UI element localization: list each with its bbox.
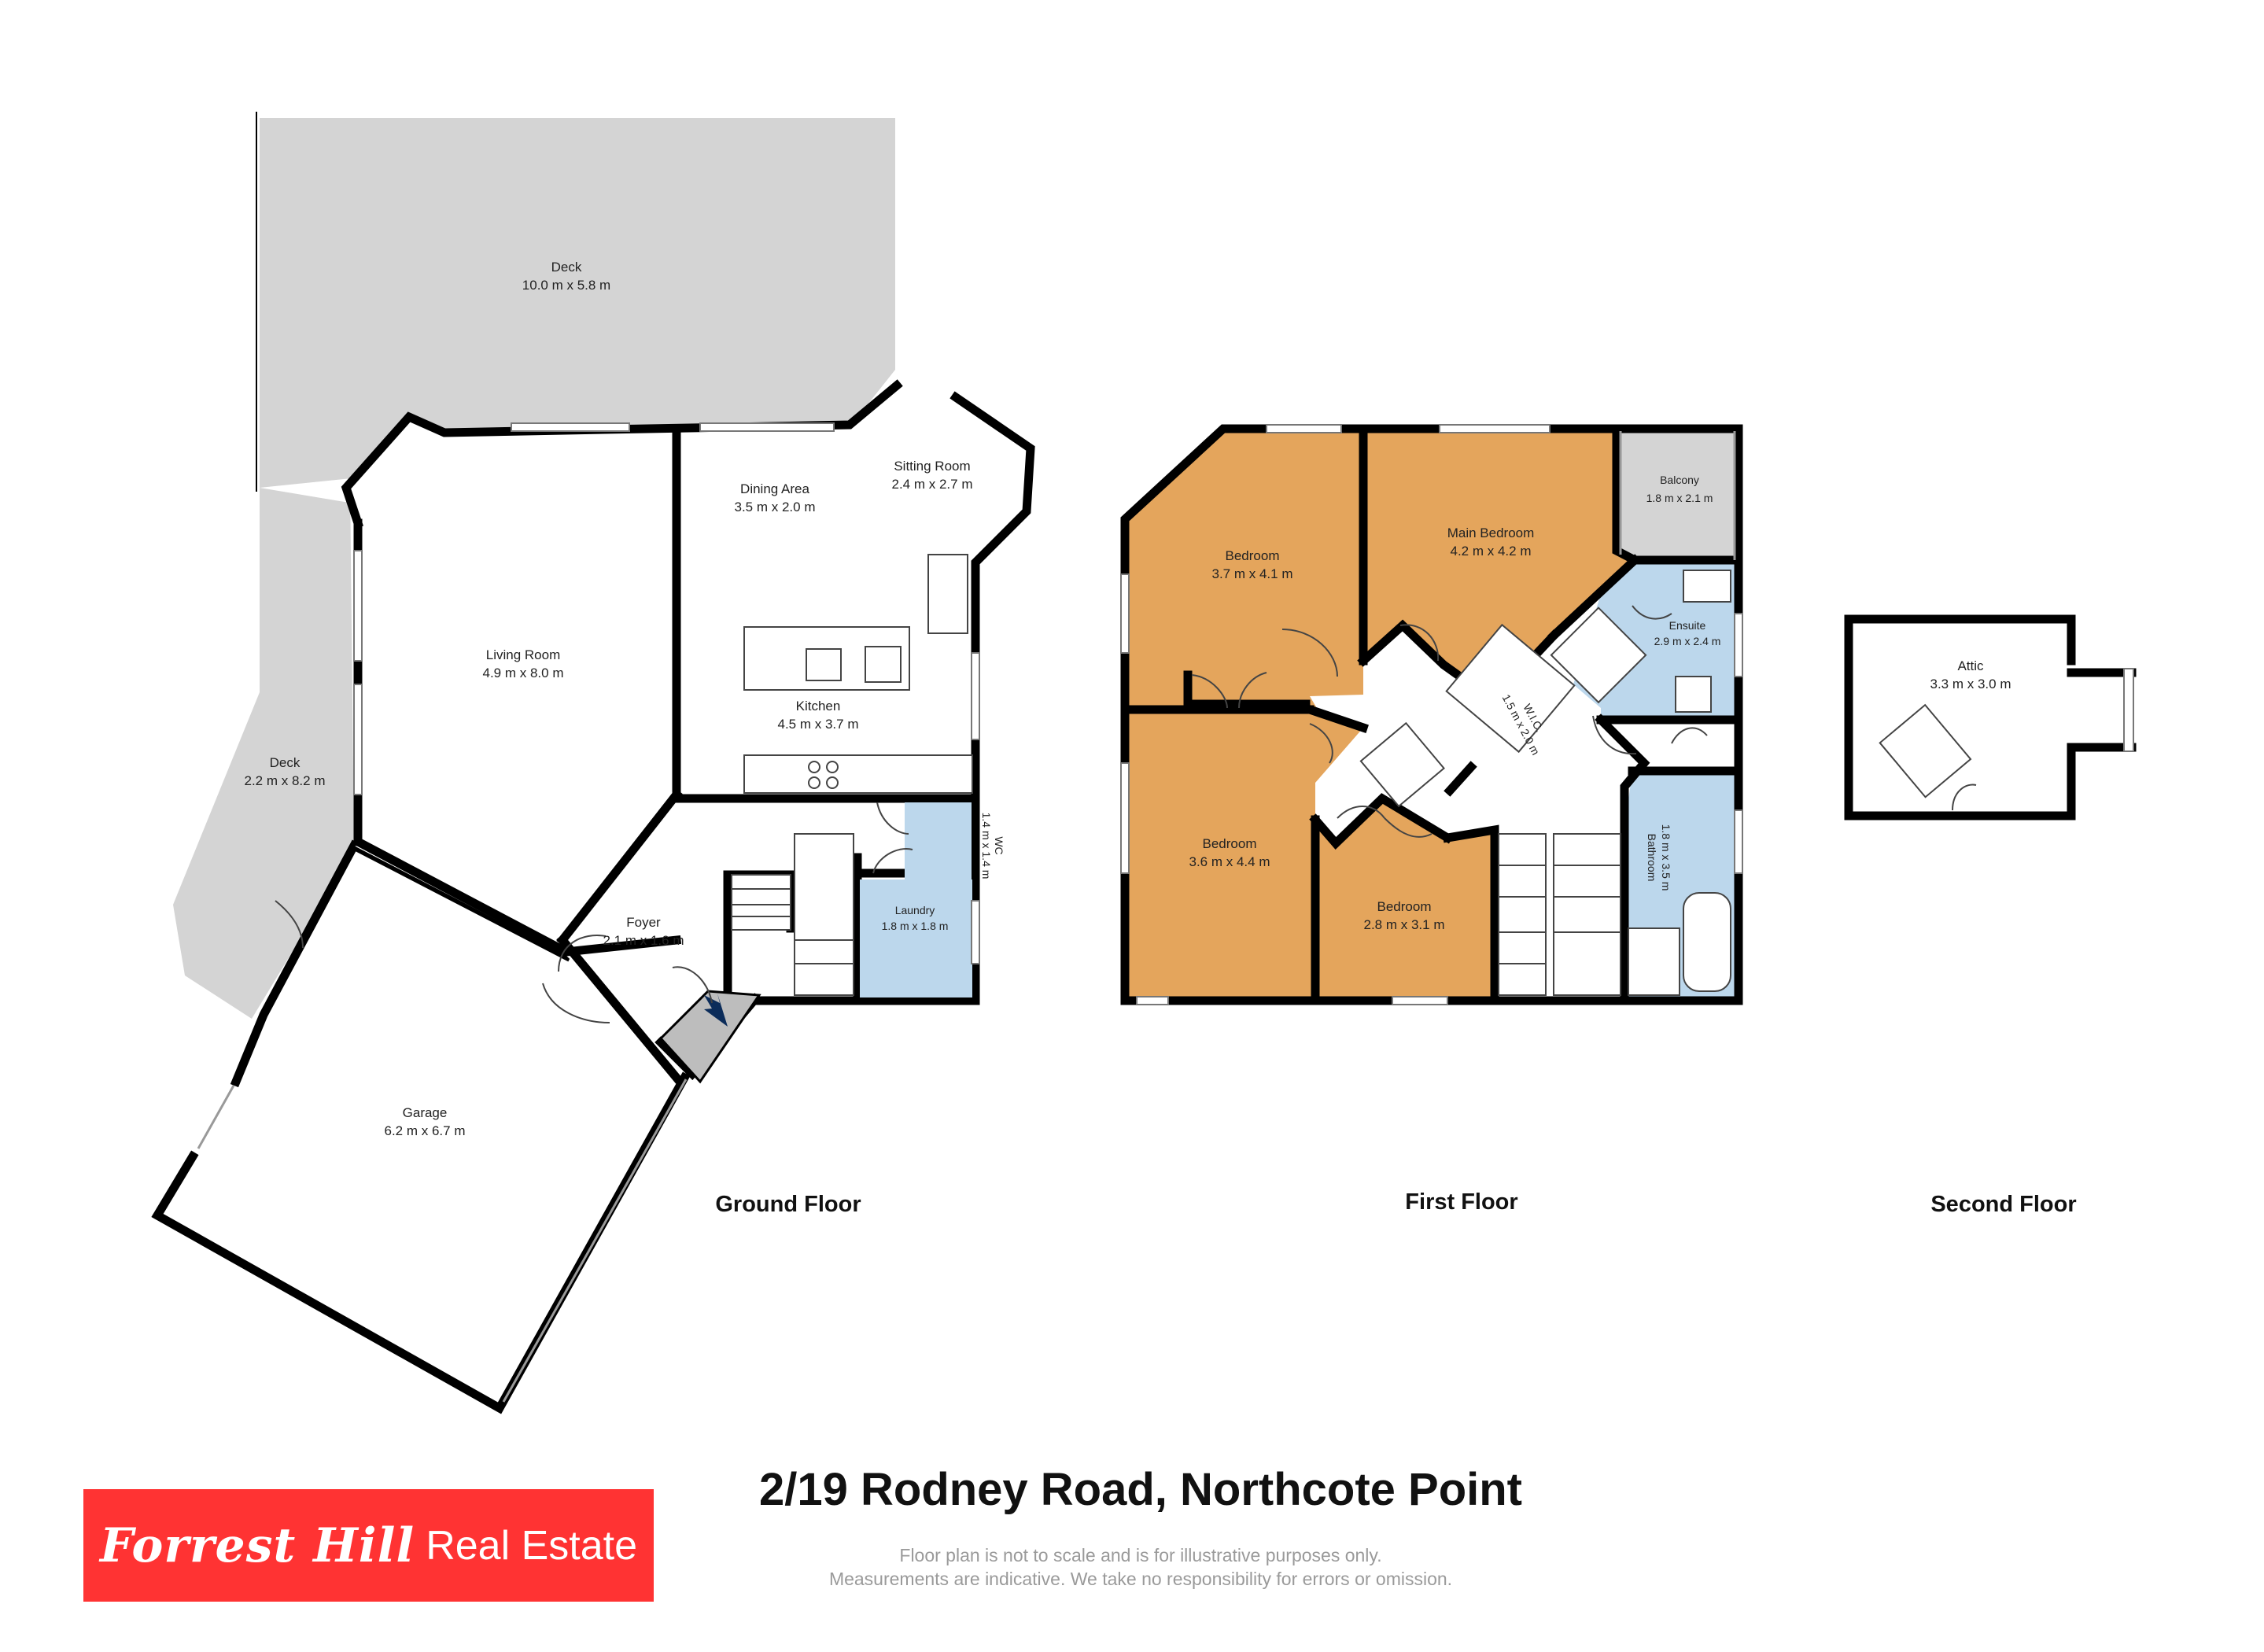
foyer-label: Foyer — [626, 915, 661, 930]
deck-side-label: Deck — [270, 755, 301, 770]
bedroom1-area — [1125, 429, 1363, 710]
laundry-area — [860, 879, 972, 997]
balcony-area — [1617, 429, 1739, 560]
laundry-label: Laundry — [895, 904, 935, 916]
dining-area-label: Dining Area — [740, 481, 809, 496]
forrest-hill-logo: Forrest Hill Real Estate — [83, 1489, 654, 1602]
first-stairs — [1359, 721, 1621, 996]
main-bedroom-size: 4.2 m x 4.2 m — [1451, 544, 1532, 559]
bedroom3-area — [1315, 798, 1495, 999]
disclaimer-line-1: Floor plan is not to scale and is for il… — [899, 1545, 1382, 1565]
sitting-room-label: Sitting Room — [894, 459, 970, 474]
kitchen-label: Kitchen — [796, 699, 841, 714]
balcony-size: 1.8 m x 2.1 m — [1646, 492, 1713, 504]
second-floor-title: Second Floor — [1930, 1192, 2076, 1217]
bedroom3-size: 2.8 m x 3.1 m — [1364, 917, 1445, 932]
bedroom1-label: Bedroom — [1226, 548, 1280, 563]
foyer-size: 2.1 m x 1.6 m — [603, 933, 684, 948]
bedroom1-size: 3.7 m x 4.1 m — [1212, 566, 1293, 581]
deck-top-area — [260, 118, 895, 488]
deck-top-label: Deck — [551, 260, 582, 275]
ground-floor-plan: Deck 10.0 m x 5.8 m Deck 2.2 m x 8.2 m L… — [151, 112, 1035, 1414]
living-room-size: 4.9 m x 8.0 m — [483, 666, 564, 680]
deck-side-area — [173, 488, 354, 1019]
wc-label: WC — [993, 836, 1005, 854]
entry-step — [658, 990, 761, 1084]
first-floor-title: First Floor — [1405, 1189, 1517, 1215]
bedroom2-label: Bedroom — [1203, 836, 1257, 851]
wc-area — [905, 802, 972, 889]
laundry-size: 1.8 m x 1.8 m — [882, 920, 949, 932]
attic-label: Attic — [1957, 658, 1984, 673]
entry-arrow-icon — [704, 994, 728, 1027]
garage-size: 6.2 m x 6.7 m — [385, 1123, 466, 1138]
logo-suffix-text: Real Estate — [426, 1522, 637, 1569]
living-room-label: Living Room — [486, 647, 561, 662]
ground-stairs — [731, 833, 854, 996]
disclaimer-line-2: Measurements are indicative. We take no … — [828, 1569, 1453, 1589]
logo-brand-text: Forrest Hill — [100, 1517, 415, 1573]
attic-size: 3.3 m x 3.0 m — [1930, 677, 2011, 691]
ensuite-size: 2.9 m x 2.4 m — [1654, 635, 1721, 647]
bathroom-size: 1.8 m x 3.5 m — [1660, 824, 1672, 891]
first-floor-plan: Bedroom 3.7 m x 4.1 m Main Bedroom 4.2 m… — [1120, 424, 1743, 1215]
deck-top-size: 10.0 m x 5.8 m — [522, 278, 610, 293]
sitting-room-size: 2.4 m x 2.7 m — [892, 477, 973, 492]
kitchen-size: 4.5 m x 3.7 m — [778, 717, 859, 732]
disclaimer: Floor plan is not to scale and is for il… — [708, 1543, 1573, 1591]
second-floor-plan: Attic 3.3 m x 3.0 m Second Floor — [1844, 614, 2137, 1217]
main-bedroom-area — [1363, 429, 1635, 700]
bathroom-label: Bathroom — [1646, 834, 1658, 882]
dining-area-size: 3.5 m x 2.0 m — [735, 500, 816, 514]
bedroom3-label: Bedroom — [1377, 899, 1432, 914]
bedroom2-area — [1125, 710, 1363, 999]
bedroom2-size: 3.6 m x 4.4 m — [1189, 854, 1270, 869]
garage-area — [157, 846, 684, 1408]
garage-label: Garage — [403, 1105, 448, 1120]
property-address: 2/19 Rodney Road, Northcote Point — [759, 1464, 1522, 1515]
wc-size: 1.4 m x 1.4 m — [980, 813, 993, 879]
ground-floor-title: Ground Floor — [715, 1192, 861, 1217]
balcony-label: Balcony — [1660, 474, 1699, 486]
ensuite-label: Ensuite — [1669, 619, 1706, 632]
main-bedroom-label: Main Bedroom — [1447, 525, 1535, 540]
deck-side-size: 2.2 m x 8.2 m — [245, 773, 326, 788]
